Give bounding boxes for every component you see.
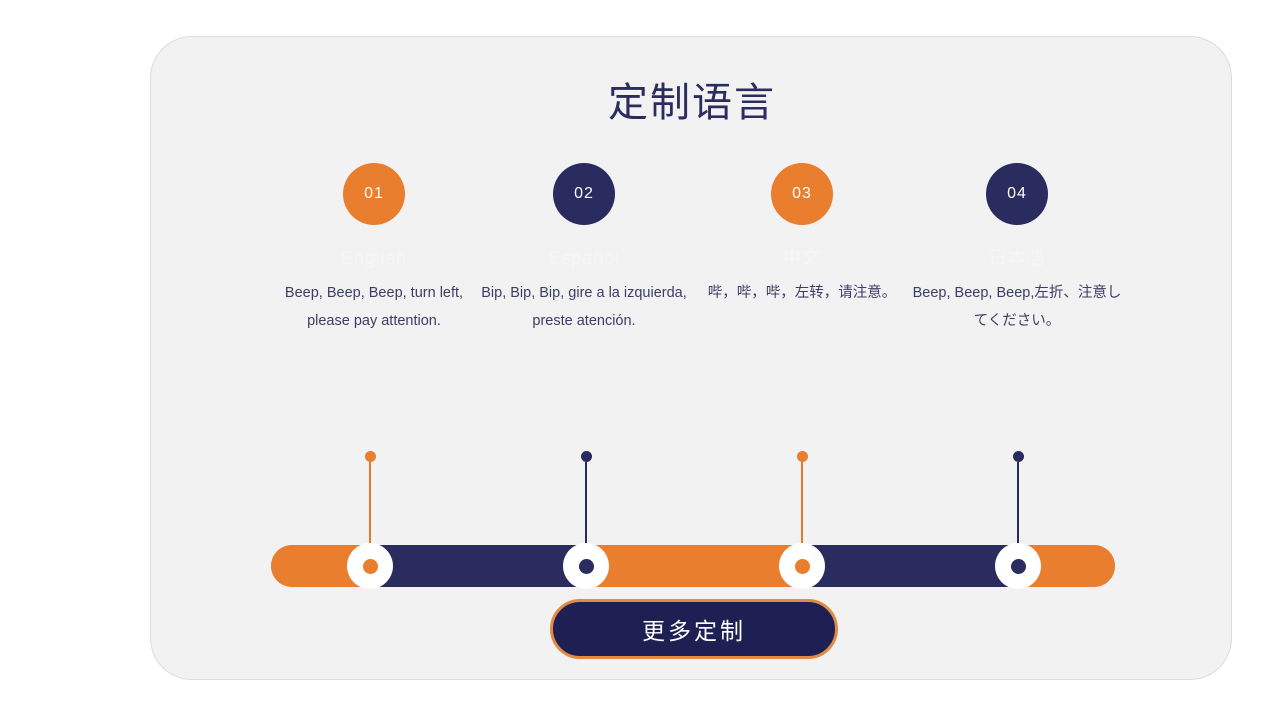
step-number-badge: 03 (771, 163, 833, 225)
page-title: 定制语言 (608, 81, 776, 125)
step-phrase-text: Beep, Beep, Beep,左折、注意してください。 (912, 285, 1122, 329)
step-language-label: English (340, 248, 408, 268)
timeline-stem-4 (1012, 451, 1024, 566)
step-item-03: 03 中文 哔，哔，哔，左转，请注意。 (682, 163, 922, 307)
step-item-01: 01 English Beep, Beep, Beep, turn left, … (254, 163, 494, 335)
step-phrase-text: 哔，哔，哔，左转，请注意。 (707, 285, 897, 301)
timeline-node-4[interactable] (995, 543, 1041, 589)
step-item-04: 04 日本語 Beep, Beep, Beep,左折、注意してください。 (897, 163, 1137, 335)
timeline-stem-dot-icon (364, 451, 376, 462)
timeline-stem-1 (364, 451, 376, 566)
timeline-node-2[interactable] (563, 543, 609, 589)
timeline-segment-2 (370, 545, 586, 587)
timeline-node-3[interactable] (779, 543, 825, 589)
step-item-02: 02 Español Bip, Bip, Bip, gire a la izqu… (464, 163, 704, 335)
step-phrase-text: Beep, Beep, Beep, turn left, please pay … (284, 285, 464, 329)
slide-card: 定制语言 01 English Beep, Beep, Beep, turn l… (150, 36, 1232, 680)
timeline-bar (271, 545, 1115, 587)
timeline-segment-3 (586, 545, 802, 587)
timeline-stem-dot-icon (1012, 451, 1024, 462)
timeline-stem-2 (580, 451, 592, 566)
timeline-stem-3 (796, 451, 808, 566)
timeline-node-dot-icon (362, 558, 378, 574)
timeline (271, 451, 1115, 619)
step-number-badge: 04 (986, 163, 1048, 225)
step-language-label: 日本語 (988, 248, 1046, 268)
timeline-segment-4 (802, 545, 1018, 587)
step-language-label: 中文 (783, 248, 821, 268)
timeline-stem-dot-icon (580, 451, 592, 462)
timeline-node-dot-icon (1010, 558, 1026, 574)
timeline-node-dot-icon (578, 558, 594, 574)
steps-row: 01 English Beep, Beep, Beep, turn left, … (151, 163, 1233, 393)
step-number-badge: 02 (553, 163, 615, 225)
more-customization-button[interactable]: 更多定制 (550, 599, 838, 659)
timeline-node-1[interactable] (347, 543, 393, 589)
timeline-stem-dot-icon (796, 451, 808, 462)
step-number-badge: 01 (343, 163, 405, 225)
timeline-node-dot-icon (794, 558, 810, 574)
step-language-label: Español (547, 248, 621, 268)
step-phrase-text: Bip, Bip, Bip, gire a la izquierda, pres… (481, 285, 687, 329)
